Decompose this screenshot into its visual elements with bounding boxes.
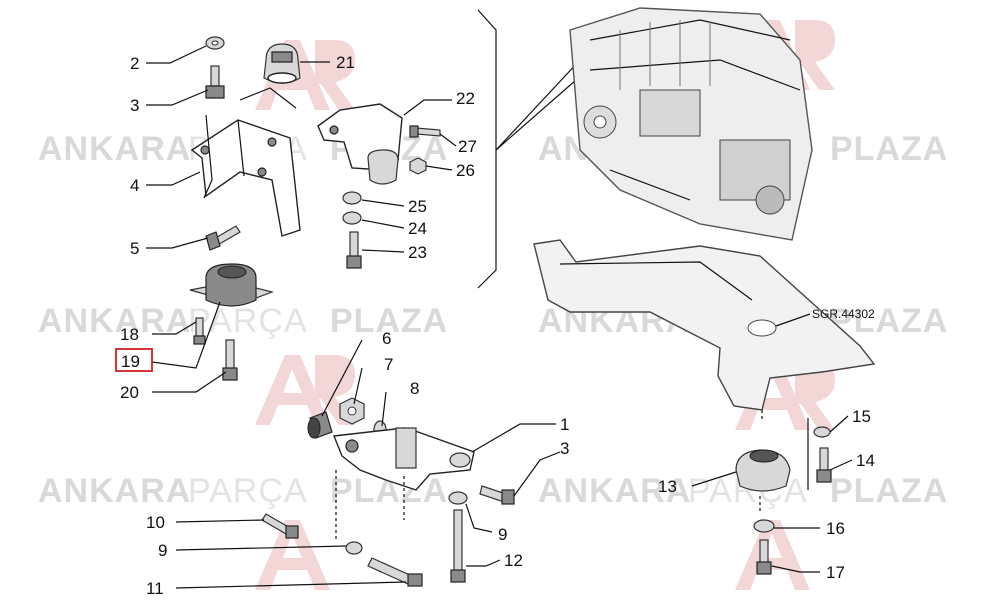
part-10-bolt <box>261 513 299 539</box>
highlight-box <box>115 348 153 372</box>
crossmember-illustration <box>533 239 876 420</box>
part-3-bolt-lower <box>479 485 515 505</box>
callout-23: 23 <box>408 243 427 262</box>
part-18-bolt <box>193 317 206 345</box>
callout-3-lower: 3 <box>560 439 569 458</box>
watermark-right: PLAZA <box>830 472 948 510</box>
part-3-bolt-top <box>205 65 225 99</box>
part-4-bracket <box>190 87 301 237</box>
part-14-bolt <box>816 447 832 483</box>
part-24-washer <box>342 211 362 225</box>
callout-21: 21 <box>336 53 355 72</box>
callout-6: 6 <box>382 329 391 348</box>
callout-9-upper: 9 <box>498 525 507 544</box>
callout-24: 24 <box>408 219 427 238</box>
part-2-washer <box>205 36 225 50</box>
engine-illustration <box>569 7 813 241</box>
callout-3-upper: 3 <box>130 96 139 115</box>
part-9-washer-lower <box>345 541 363 555</box>
callout-11: 11 <box>146 579 164 598</box>
part-9-washer-upper <box>448 491 468 505</box>
watermark-left: ANKARA <box>38 472 191 510</box>
part-17-bolt <box>756 539 772 575</box>
callout-5: 5 <box>130 239 139 258</box>
callout-27: 27 <box>458 137 477 156</box>
part-15-washer <box>813 426 831 438</box>
callout-8: 8 <box>410 379 419 398</box>
part-12-bolt <box>450 509 466 583</box>
watermark-mid: PARÇA <box>188 472 308 510</box>
part-7-nut <box>339 397 365 425</box>
callout-12: 12 <box>504 551 523 570</box>
callout-2: 2 <box>130 54 139 73</box>
watermark-left: ANKARA <box>38 130 191 168</box>
callout-17: 17 <box>826 563 845 582</box>
callout-13: 13 <box>658 477 677 496</box>
part-23-bolt <box>346 231 362 269</box>
part-13-mount <box>735 449 791 492</box>
callout-18: 18 <box>120 325 139 344</box>
watermark-right: PLAZA <box>830 130 948 168</box>
callout-16: 16 <box>826 519 845 538</box>
watermark-right: PLAZA <box>830 302 948 340</box>
reference-code: SGR.44302 <box>812 307 875 321</box>
callout-20: 20 <box>120 383 139 402</box>
part-25-washer <box>342 191 362 205</box>
callout-1: 1 <box>560 415 569 434</box>
part-22-bracket <box>317 103 403 185</box>
part-21-mount <box>263 43 301 84</box>
part-27-bolt <box>409 125 441 138</box>
callout-26: 26 <box>456 161 475 180</box>
callout-7: 7 <box>384 355 393 374</box>
part-11-bolt <box>367 557 423 587</box>
group-divider <box>477 9 497 289</box>
callout-10: 10 <box>146 513 165 532</box>
callout-4: 4 <box>130 176 139 195</box>
callout-22: 22 <box>456 89 475 108</box>
part-1-arm <box>333 427 475 491</box>
part-6-bushing <box>307 411 333 439</box>
callout-14: 14 <box>856 451 875 470</box>
callout-15: 15 <box>852 407 871 426</box>
part-20-bolt <box>222 339 238 381</box>
part-16-washer <box>753 519 775 533</box>
watermark-mid: PARÇA <box>188 302 308 340</box>
watermark-right: PLAZA <box>330 302 448 340</box>
callout-9-lower: 9 <box>158 541 167 560</box>
callout-labels: 2 21 3 22 27 26 4 25 24 5 23 18 6 19 7 2… <box>115 53 875 598</box>
leader-lines <box>146 45 853 589</box>
callout-25: 25 <box>408 197 427 216</box>
watermark-left: ANKARA <box>538 472 691 510</box>
callout-19: 19 <box>121 352 140 371</box>
part-5-bolt <box>205 225 241 251</box>
part-19-mount <box>189 263 275 307</box>
part-26-nut <box>409 157 427 175</box>
